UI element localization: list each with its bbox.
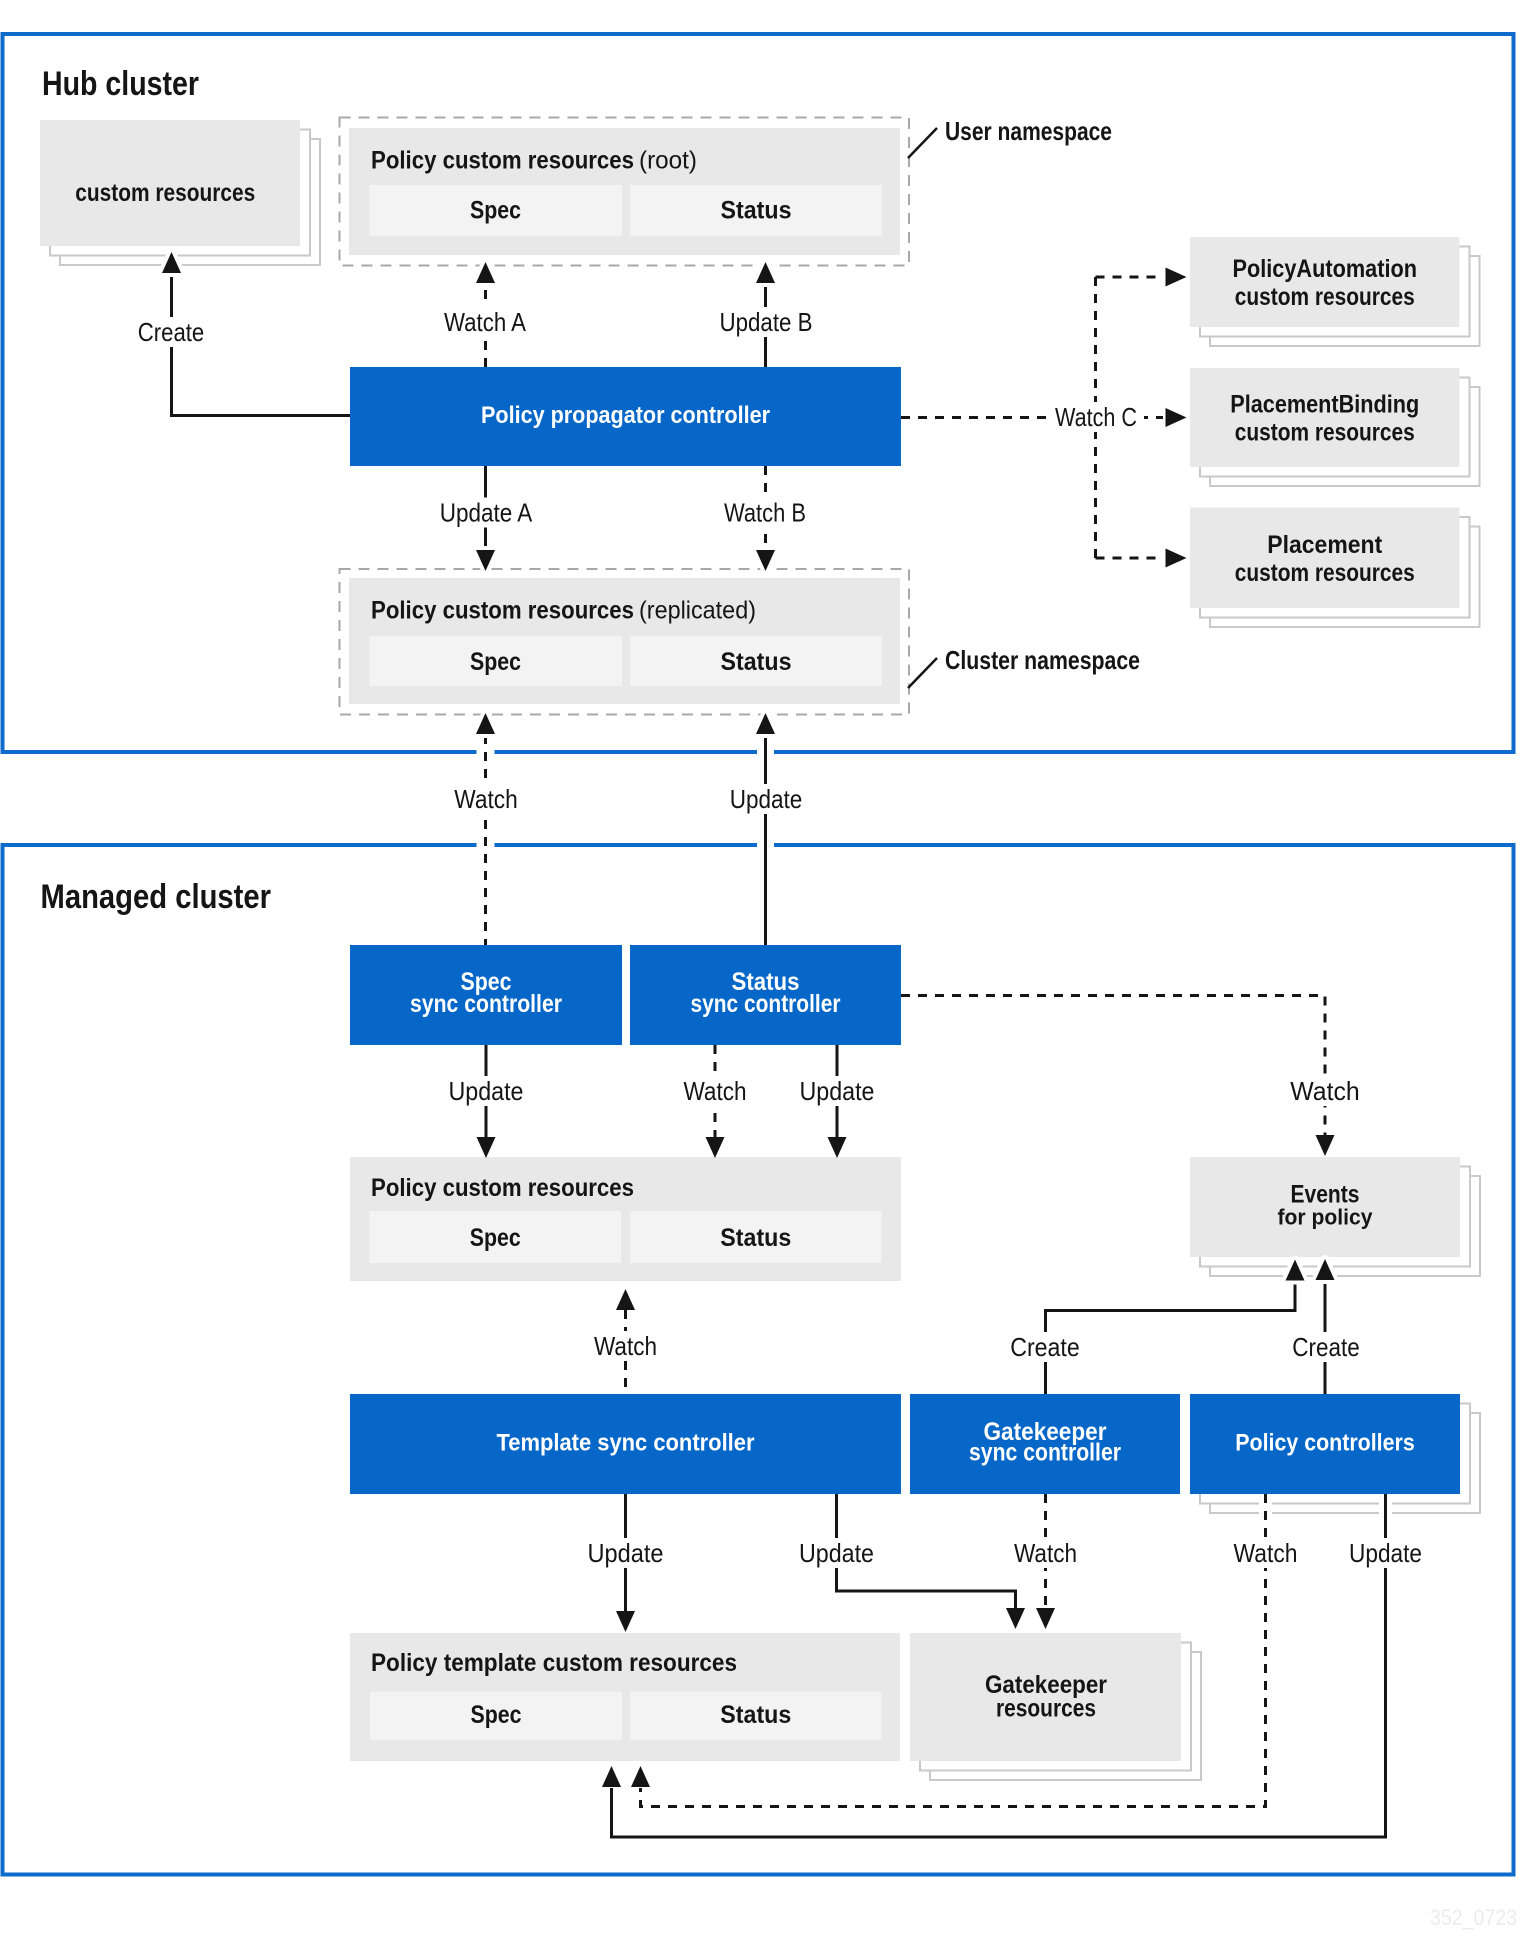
svg-text:custom resources: custom resources — [1235, 283, 1415, 311]
svg-text:Managed cluster: Managed cluster — [41, 878, 272, 916]
svg-text:Create: Create — [138, 317, 205, 347]
svg-text:Spec: Spec — [470, 648, 521, 676]
svg-text:custom resources: custom resources — [1235, 559, 1415, 587]
svg-text:Watch: Watch — [1234, 1538, 1298, 1568]
svg-text:Status: Status — [721, 648, 792, 676]
svg-text:Update: Update — [449, 1076, 524, 1106]
svg-text:Policy custom resources: Policy custom resources — [371, 597, 634, 625]
svg-text:Update: Update — [800, 1076, 875, 1106]
svg-text:Update: Update — [1349, 1538, 1422, 1568]
svg-text:sync controller: sync controller — [969, 1439, 1121, 1467]
svg-text:Spec: Spec — [461, 968, 512, 996]
svg-text:Status: Status — [732, 968, 800, 996]
svg-text:for policy: for policy — [1278, 1205, 1374, 1230]
svg-text:Update: Update — [799, 1538, 874, 1568]
svg-text:PlacementBinding: PlacementBinding — [1230, 391, 1419, 419]
svg-text:sync controller: sync controller — [410, 990, 562, 1018]
svg-text:(root): (root) — [639, 147, 697, 175]
svg-text:PolicyAutomation: PolicyAutomation — [1233, 255, 1418, 283]
svg-text:Watch C: Watch C — [1055, 402, 1137, 432]
svg-text:Events: Events — [1291, 1181, 1360, 1209]
svg-text:Update: Update — [730, 784, 803, 814]
svg-text:Watch: Watch — [1014, 1538, 1077, 1568]
svg-text:(replicated): (replicated) — [639, 597, 756, 625]
svg-text:Policy controllers: Policy controllers — [1235, 1430, 1415, 1457]
svg-text:Watch: Watch — [1290, 1076, 1360, 1106]
svg-text:resources: resources — [996, 1695, 1096, 1723]
svg-text:Policy propagator controller: Policy propagator controller — [481, 402, 770, 429]
svg-text:Placement: Placement — [1267, 531, 1383, 559]
svg-text:Watch: Watch — [684, 1076, 747, 1106]
svg-text:Update: Update — [588, 1538, 664, 1568]
svg-text:Spec: Spec — [471, 1701, 522, 1729]
svg-text:Hub cluster: Hub cluster — [42, 65, 199, 103]
svg-text:352_0723: 352_0723 — [1430, 1905, 1517, 1930]
svg-text:Gatekeeper: Gatekeeper — [984, 1418, 1107, 1446]
svg-text:Policy custom resources: Policy custom resources — [371, 147, 634, 175]
svg-text:Create: Create — [1010, 1332, 1080, 1362]
svg-text:custom resources: custom resources — [75, 179, 255, 207]
svg-text:Status: Status — [721, 197, 792, 225]
svg-text:User namespace: User namespace — [945, 116, 1112, 146]
svg-text:Watch: Watch — [594, 1331, 657, 1361]
svg-text:Spec: Spec — [470, 197, 521, 225]
svg-text:Watch: Watch — [454, 784, 518, 814]
svg-text:Status: Status — [720, 1701, 791, 1729]
svg-text:Policy template custom resourc: Policy template custom resources — [371, 1649, 737, 1677]
svg-text:sync controller: sync controller — [691, 990, 841, 1018]
svg-text:Watch B: Watch B — [724, 498, 806, 528]
svg-text:Spec: Spec — [470, 1224, 521, 1252]
svg-text:Update A: Update A — [440, 498, 533, 528]
svg-text:Policy custom resources: Policy custom resources — [371, 1174, 634, 1202]
svg-text:Watch A: Watch A — [444, 307, 527, 337]
svg-text:Create: Create — [1292, 1332, 1359, 1362]
svg-text:Template sync controller: Template sync controller — [497, 1430, 755, 1457]
svg-text:Gatekeeper: Gatekeeper — [985, 1671, 1107, 1699]
svg-text:Status: Status — [720, 1224, 791, 1252]
svg-text:custom resources: custom resources — [1235, 419, 1415, 447]
svg-text:Cluster namespace: Cluster namespace — [945, 645, 1140, 675]
svg-text:Update B: Update B — [720, 307, 813, 337]
